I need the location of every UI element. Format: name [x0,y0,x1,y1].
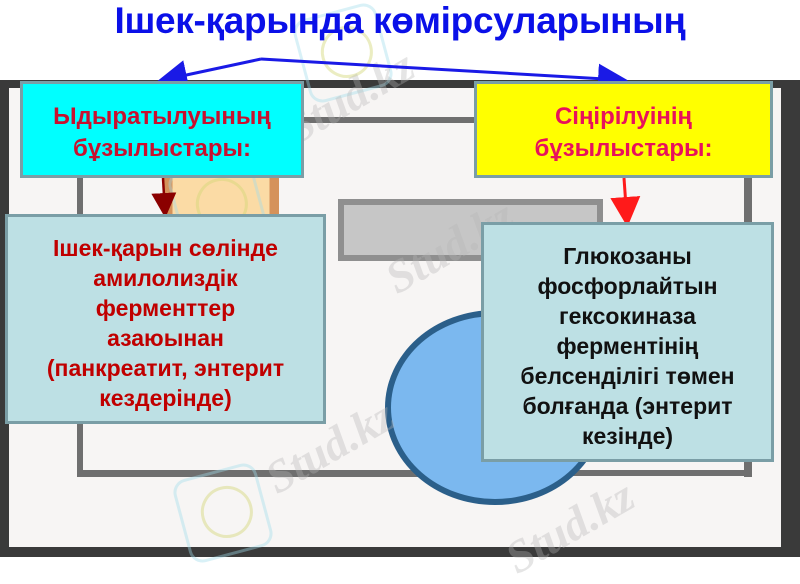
background-right-bottom-edge [470,470,752,476]
right-detail-line: ферментінің [556,333,699,359]
left-branch-detail-box: Ішек-қарын сөлінде амилолиздік ферментте… [5,214,326,424]
right-detail-line: кезінде) [581,423,674,449]
right-detail-line: фосфорлайтын [537,273,718,299]
left-detail-line: (панкреатит, энтерит [46,355,285,381]
diagram-title: Ішек-қарында көмірсуларының [114,0,686,41]
right-detail-line: гексокиназа [559,303,696,329]
right-detail-line: Глюкозаны [563,243,692,269]
right-branch-header-box: Сіңірілуінің бұзылыстары: [474,81,773,178]
left-detail-line: амилолиздік [93,265,238,291]
left-header-line: Ыдыратылуының [53,103,271,130]
arrow-to-right-header [260,57,628,94]
background-inner-bottom-edge [77,470,473,476]
left-detail-line: кездерінде) [99,385,232,411]
right-detail-line: болғанда (энтерит [522,393,733,419]
background-orange-block [163,178,279,218]
right-header-line: бұзылыстары: [534,135,713,162]
left-branch-header-box: Ыдыратылуының бұзылыстары: [20,81,304,178]
left-header-line: бұзылыстары: [73,135,251,162]
arrow-to-left-header [157,57,262,90]
right-detail-line: белсенділігі төмен [520,363,735,389]
left-detail-line: азаюынан [107,325,224,351]
right-header-line: Сіңірілуінің [554,103,693,130]
right-branch-detail-box: Глюкозаны фосфорлайтын гексокиназа ферме… [481,222,774,462]
left-detail-line: Ішек-қарын сөлінде [53,235,278,261]
left-detail-line: ферменттер [95,295,236,321]
